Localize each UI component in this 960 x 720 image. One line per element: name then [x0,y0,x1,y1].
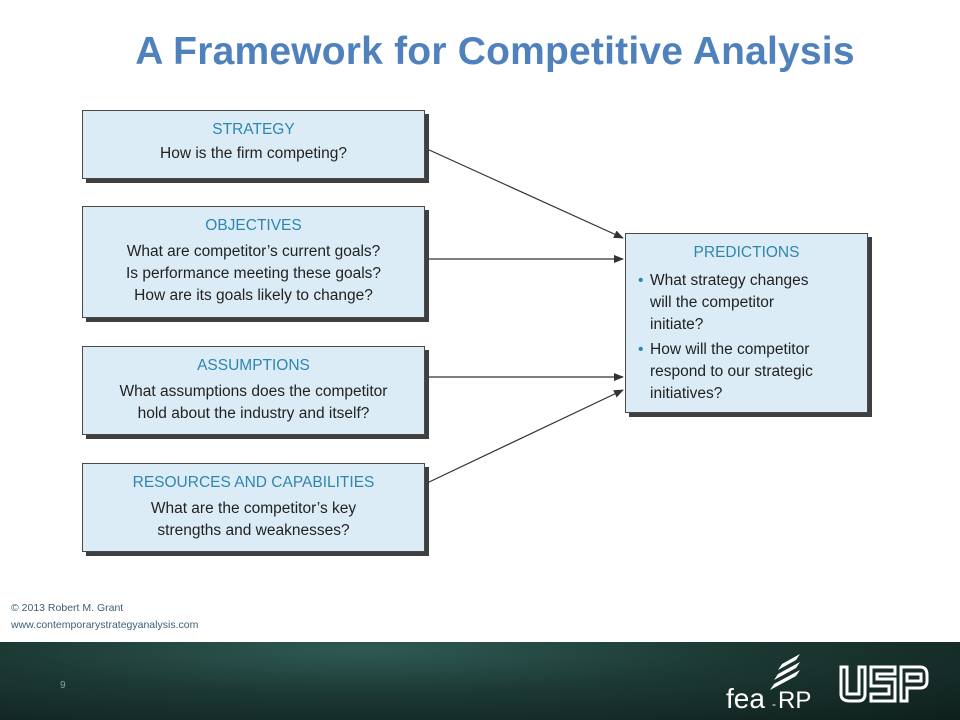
arrow-strategy [426,148,624,239]
bullet-icon: • [638,272,644,289]
predictions-list: • What strategy changes will the competi… [626,270,867,405]
objectives-text: What are competitor’s current goals? Is … [83,241,424,307]
prediction-item: • How will the competitor respond to our… [638,339,867,405]
website-link[interactable]: www.contemporarystrategyanalysis.com [11,619,199,631]
objectives-box: OBJECTIVES What are competitor’s current… [82,206,425,318]
predictions-heading: PREDICTIONS [693,244,800,261]
fea-rp-logo: fea - RP [726,654,811,714]
predictions-box: PREDICTIONS • What strategy changes will… [625,233,868,413]
credits: © 2013 Robert M. Grant www.contemporarys… [11,600,198,634]
arrow-resources [426,389,624,484]
footer-bar: 9 fea - RP [0,642,960,720]
resources-heading: RESOURCES AND CAPABILITIES [132,474,375,491]
objectives-line: What are competitor’s current goals? [126,243,381,260]
resources-box: RESOURCES AND CAPABILITIES What are the … [82,463,425,552]
svg-text:-: - [772,697,776,711]
assumptions-line: What assumptions does the competitor [119,383,388,400]
strategy-line: How is the firm competing? [160,145,347,162]
resources-text: What are the competitor’s key strengths … [83,498,424,542]
assumptions-box: ASSUMPTIONS What assumptions does the co… [82,346,425,435]
strategy-box: STRATEGY How is the firm competing? [82,110,425,179]
strategy-heading: STRATEGY [212,121,295,138]
objectives-line: How are its goals likely to change? [134,287,373,304]
svg-text:RP: RP [778,687,811,714]
prediction-line: initiatives? [650,385,723,402]
objectives-line: Is performance meeting these goals? [125,265,382,282]
copyright-text: © 2013 Robert M. Grant [11,602,124,614]
assumptions-text: What assumptions does the competitor hol… [83,381,424,425]
prediction-line: How will the competitor [650,341,810,358]
page-number: 9 [60,680,66,691]
strategy-text: How is the firm competing? [83,143,424,165]
objectives-heading: OBJECTIVES [205,217,302,234]
prediction-line: initiate? [650,316,704,333]
assumptions-heading: ASSUMPTIONS [197,357,310,374]
prediction-line: What strategy changes [650,272,809,289]
slide-title: A Framework for Competitive Analysis [135,30,855,73]
usp-logo [839,665,929,703]
assumptions-line: hold about the industry and itself? [137,405,370,422]
resources-line: What are the competitor’s key [150,500,357,517]
prediction-line: will the competitor [650,294,775,311]
resources-line: strengths and weaknesses? [157,522,350,539]
bullet-icon: • [638,341,644,358]
svg-text:fea: fea [726,683,765,714]
prediction-line: respond to our strategic [650,363,813,380]
prediction-item: • What strategy changes will the competi… [638,270,867,336]
